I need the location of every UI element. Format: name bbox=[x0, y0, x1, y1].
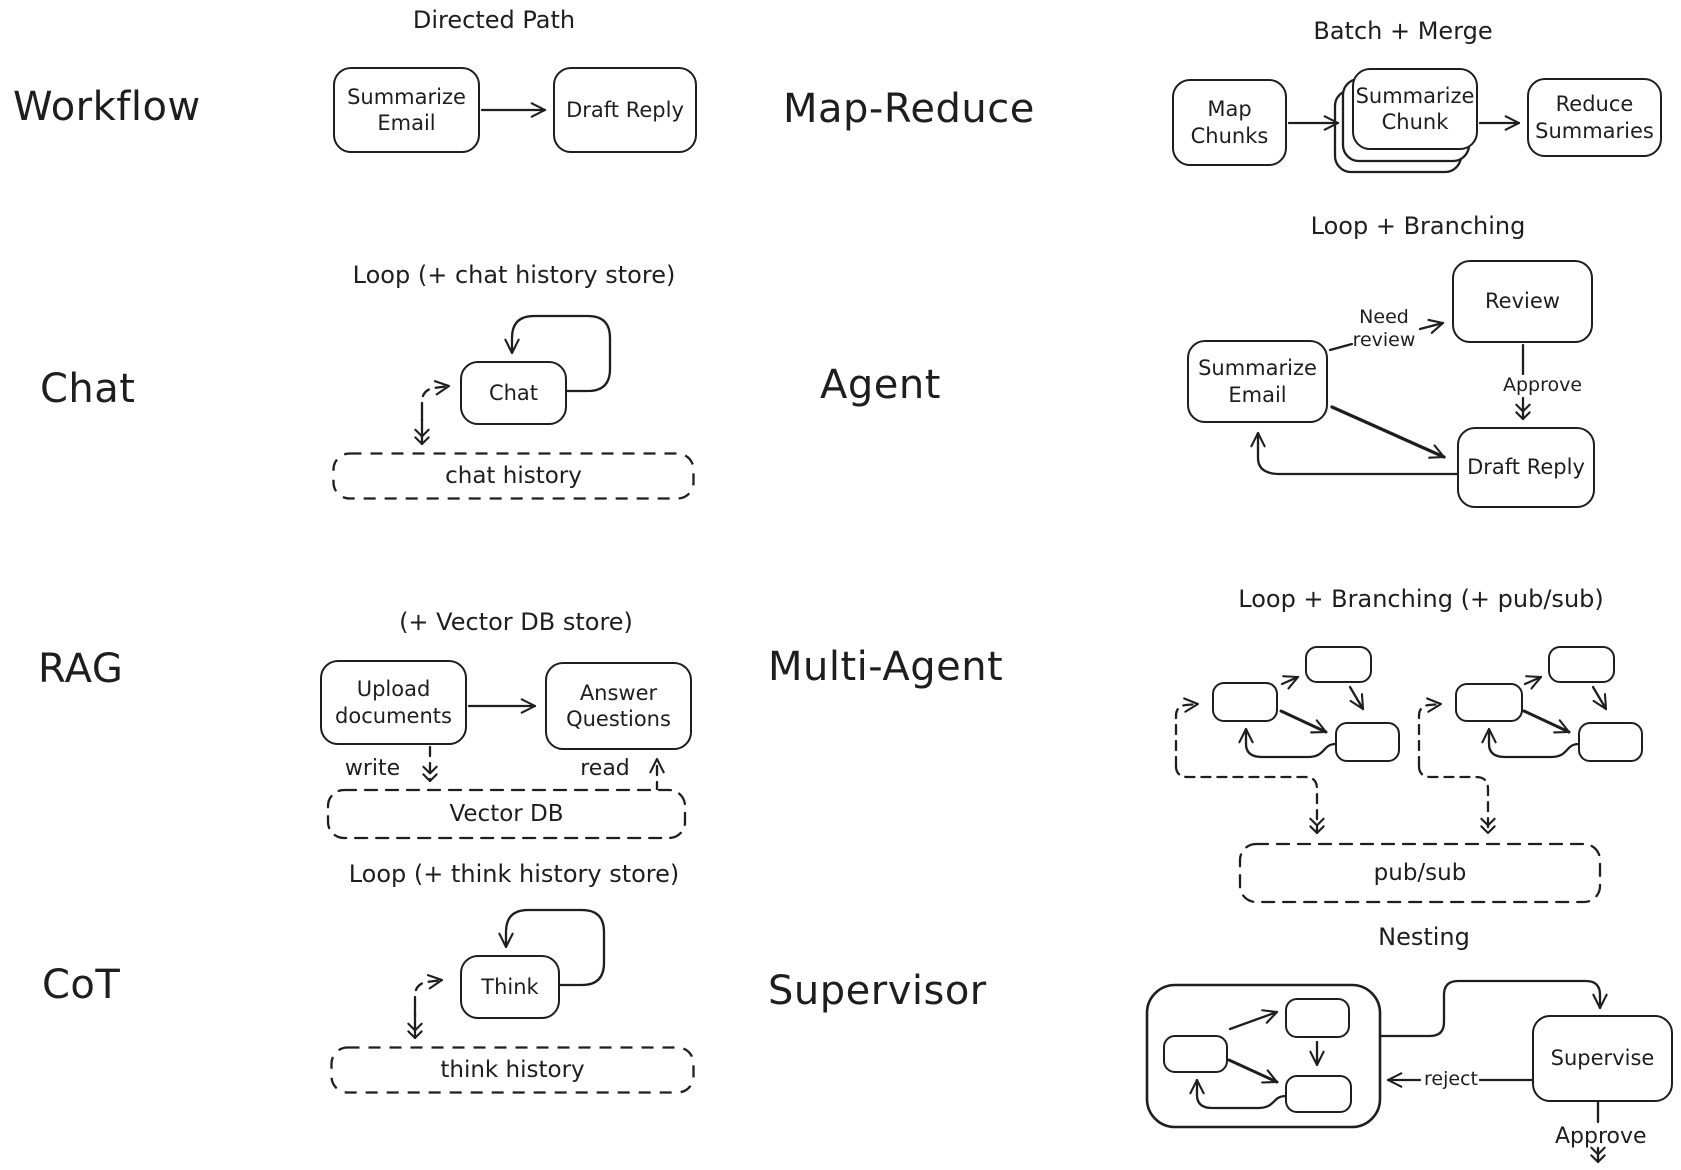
cluster-a-bottom-node bbox=[1335, 722, 1400, 762]
think-history-store-box bbox=[330, 1046, 695, 1094]
section-label-map-reduce: Map-Reduce bbox=[783, 86, 1035, 132]
section-label-multi-agent: Multi-Agent bbox=[768, 644, 1004, 690]
need-review-edge-label: Need review bbox=[1352, 306, 1416, 351]
agent-draft-to-summarize-arrow bbox=[1250, 431, 1459, 476]
chat-history-store-box bbox=[332, 452, 695, 500]
agent-draft-reply-node: Draft Reply bbox=[1457, 427, 1595, 508]
cluster-b-return-arrow bbox=[1481, 727, 1581, 759]
nested-bottom-node bbox=[1285, 1075, 1352, 1113]
cluster-b-top-node bbox=[1548, 646, 1615, 683]
nested-top-node bbox=[1285, 998, 1350, 1038]
upload-documents-node: Upload documents bbox=[320, 660, 467, 745]
cot-loop-arrow bbox=[498, 908, 606, 987]
chat-loop-arrow bbox=[504, 314, 612, 393]
cluster-b-top-to-bottom-arrow bbox=[1591, 685, 1608, 711]
think-history-store-label: think history bbox=[440, 1057, 585, 1083]
cot-title: Loop (+ think history store) bbox=[348, 860, 680, 888]
section-label-workflow: Workflow bbox=[13, 84, 201, 130]
map-reduce-title: Batch + Merge bbox=[1313, 17, 1493, 45]
section-label-cot: CoT bbox=[42, 962, 121, 1008]
nested-return-arrow bbox=[1189, 1078, 1288, 1110]
vector-db-store-label: Vector DB bbox=[449, 801, 564, 827]
cluster-a-left-to-bottom-arrow bbox=[1279, 709, 1328, 734]
supervise-node: Supervise bbox=[1532, 1015, 1673, 1102]
pub-sub-store-label: pub/sub bbox=[1373, 860, 1467, 886]
chat-node: Chat bbox=[460, 361, 567, 425]
agent-title: Loop + Branching bbox=[1310, 212, 1526, 240]
cluster-a-sub-arrow bbox=[1174, 697, 1200, 768]
supervisor-approve-edge-label: Approve bbox=[1555, 1124, 1647, 1149]
rag-title: (+ Vector DB store) bbox=[399, 608, 633, 636]
container-to-supervise-arrow bbox=[1379, 979, 1608, 1038]
cluster-b-left-to-bottom-arrow bbox=[1522, 709, 1571, 734]
chat-title: Loop (+ chat history store) bbox=[352, 261, 676, 289]
workflow-draft-reply-node: Draft Reply bbox=[553, 67, 697, 153]
cluster-a-top-node bbox=[1305, 646, 1372, 683]
cot-history-read-arrow bbox=[413, 974, 444, 1040]
cluster-a-top-to-bottom-arrow bbox=[1348, 685, 1365, 711]
workflow-summarize-email-node: Summarize Email bbox=[333, 67, 480, 153]
agent-need-review-dash bbox=[1328, 342, 1354, 352]
answer-questions-node: Answer Questions bbox=[545, 662, 692, 750]
read-edge-label: read bbox=[580, 756, 630, 781]
section-label-agent: Agent bbox=[820, 362, 941, 408]
cluster-a-left-node bbox=[1212, 682, 1278, 722]
vector-db-store-box bbox=[326, 788, 687, 840]
agent-need-review-arrow bbox=[1418, 318, 1445, 334]
supervisor-title: Nesting bbox=[1378, 923, 1470, 951]
agent-summarize-to-draft-arrow bbox=[1330, 405, 1446, 459]
write-edge-label: write bbox=[344, 756, 401, 781]
reject-edge-label: reject bbox=[1424, 1068, 1478, 1090]
summarize-chunk-node: Summarize Chunk bbox=[1352, 68, 1478, 150]
cluster-a-return-arrow bbox=[1238, 727, 1338, 759]
cluster-b-sub-arrow bbox=[1417, 697, 1443, 768]
cluster-b-pub-arrow bbox=[1417, 764, 1496, 835]
nested-left-to-bottom-arrow bbox=[1227, 1058, 1279, 1084]
section-label-supervisor: Supervisor bbox=[768, 968, 987, 1014]
nested-left-to-top-arrow bbox=[1228, 1009, 1279, 1031]
section-label-chat: Chat bbox=[40, 366, 136, 412]
workflow-title: Directed Path bbox=[412, 6, 576, 34]
map-chunks-node: Map Chunks bbox=[1172, 79, 1287, 166]
think-node: Think bbox=[460, 955, 560, 1019]
multi-agent-title: Loop + Branching (+ pub/sub) bbox=[1238, 585, 1604, 613]
chat-history-read-arrow bbox=[420, 380, 451, 446]
cluster-a-left-to-top-arrow bbox=[1280, 675, 1300, 690]
agent-approve-edge-label: Approve bbox=[1502, 374, 1583, 396]
cluster-b-left-node bbox=[1455, 683, 1523, 722]
cluster-b-left-to-top-arrow bbox=[1523, 675, 1543, 690]
pub-sub-store-box bbox=[1238, 842, 1602, 904]
supervisor-nested-container bbox=[1145, 983, 1382, 1129]
chat-history-store-label: chat history bbox=[445, 463, 582, 489]
cluster-a-pub-arrow bbox=[1174, 764, 1325, 835]
nested-left-node bbox=[1163, 1035, 1228, 1073]
reduce-summaries-node: Reduce Summaries bbox=[1527, 78, 1662, 157]
agent-review-node: Review bbox=[1452, 260, 1593, 343]
section-label-rag: RAG bbox=[38, 646, 124, 692]
agent-summarize-email-node: Summarize Email bbox=[1187, 340, 1328, 423]
cluster-b-bottom-node bbox=[1578, 722, 1643, 762]
